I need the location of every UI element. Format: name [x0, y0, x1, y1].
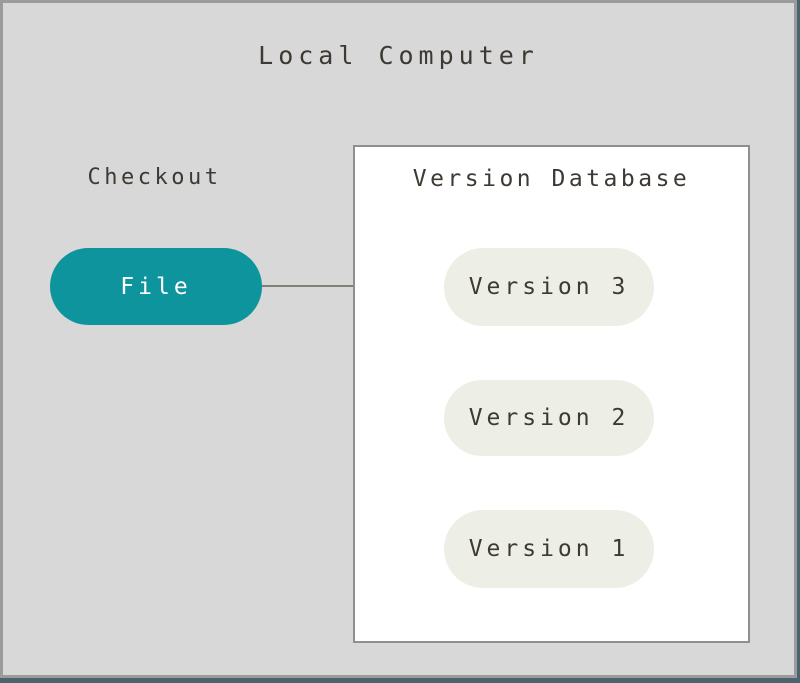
file-node-label: File	[120, 273, 192, 300]
version-node-3-label: Version 3	[468, 274, 630, 300]
version-node-2-label: Version 2	[468, 405, 630, 431]
version-node-1: Version 1	[444, 510, 654, 588]
version-node-2: Version 2	[444, 380, 654, 456]
version-node-1-label: Version 1	[468, 536, 630, 562]
checkout-label: Checkout	[87, 165, 222, 190]
file-node: File	[50, 248, 262, 325]
version-node-3: Version 3	[444, 248, 654, 326]
version-database-title: Version Database	[412, 166, 691, 192]
diagram-title: Local Computer	[258, 41, 539, 70]
